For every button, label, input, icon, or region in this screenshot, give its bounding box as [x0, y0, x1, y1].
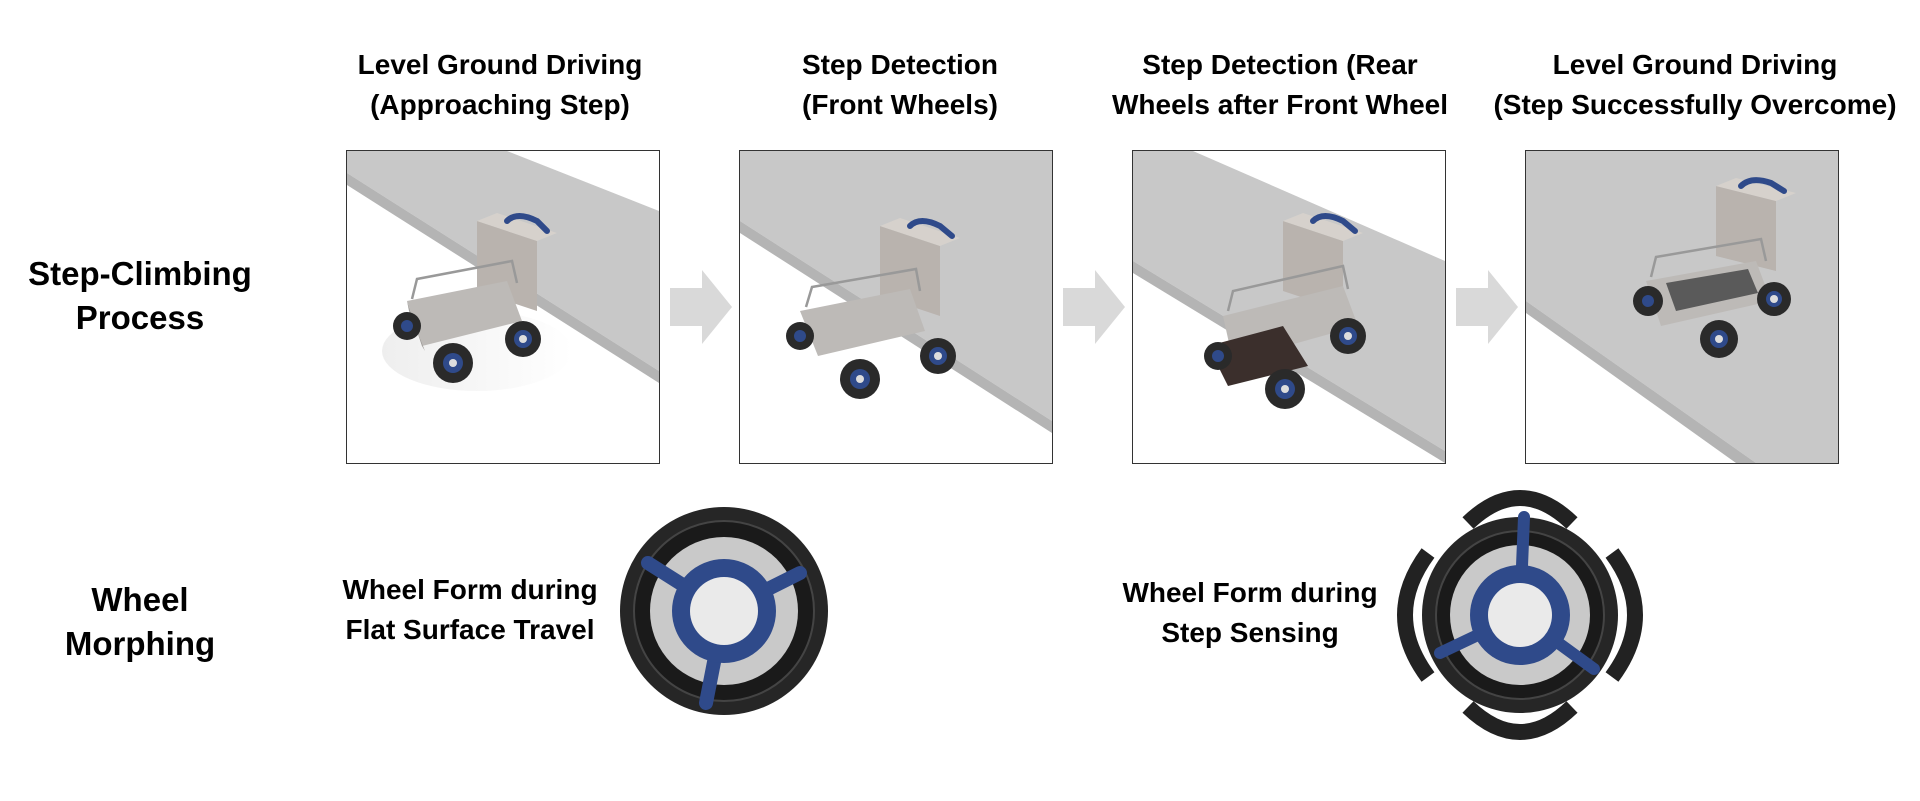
stage-title-4: Level Ground Driving (Step Successfully …: [1480, 45, 1910, 125]
process-arrow-2: [1063, 270, 1125, 349]
process-arrow-1: [670, 270, 732, 349]
stage-title-4-line1: Level Ground Driving: [1552, 49, 1838, 80]
cart-illustration: [393, 213, 557, 383]
wheel-caption-step-line2: Step Sensing: [1161, 617, 1339, 648]
stage-title-3-line1: Step Detection (Rear: [1142, 49, 1418, 80]
row-label-wheel-morphing-text: Wheel Morphing: [64, 581, 216, 662]
stage-title-3-line2: Wheels after Front Wheel: [1111, 89, 1449, 120]
stage-image-3: [1132, 150, 1446, 464]
wheel-caption-flat: Wheel Form during Flat Surface Travel: [330, 570, 610, 650]
stage-title-2-line1: Step Detection: [801, 49, 999, 80]
wheel-caption-flat-line2: Flat Surface Travel: [345, 614, 595, 645]
stage-title-2: Step Detection (Front Wheels): [700, 45, 1100, 125]
row-label-step-climbing: Step-Climbing Process: [10, 252, 270, 340]
wheel-caption-step: Wheel Form during Step Sensing: [1110, 573, 1390, 653]
stage-title-2-line2: (Front Wheels): [802, 89, 998, 120]
wheel-caption-flat-line1: Wheel Form during: [342, 574, 598, 605]
stage-title-1-line1: Level Ground Driving: [357, 49, 643, 80]
cart-illustration-4: [1633, 177, 1796, 358]
stage-title-4-line2: (Step Successfully Overcome): [1493, 89, 1897, 120]
stage-image-4: [1525, 150, 1839, 464]
stage-image-2: [739, 150, 1053, 464]
wheel-step-illustration: [1388, 483, 1652, 752]
stage-title-1: Level Ground Driving (Approaching Step): [300, 45, 700, 125]
wheel-caption-step-line1: Wheel Form during: [1122, 577, 1378, 608]
row-label-wheel-morphing: Wheel Morphing: [40, 578, 240, 666]
process-arrow-3: [1456, 270, 1518, 349]
wheel-flat-illustration: [618, 505, 830, 722]
cart-illustration-2: [786, 218, 960, 399]
stage-title-3: Step Detection (Rear Wheels after Front …: [1080, 45, 1480, 125]
stage-title-1-line2: (Approaching Step): [370, 89, 630, 120]
row-label-step-climbing-text: Step-Climbing Process: [28, 255, 252, 336]
cart-illustration-3: [1204, 213, 1366, 409]
stage-image-1: [346, 150, 660, 464]
